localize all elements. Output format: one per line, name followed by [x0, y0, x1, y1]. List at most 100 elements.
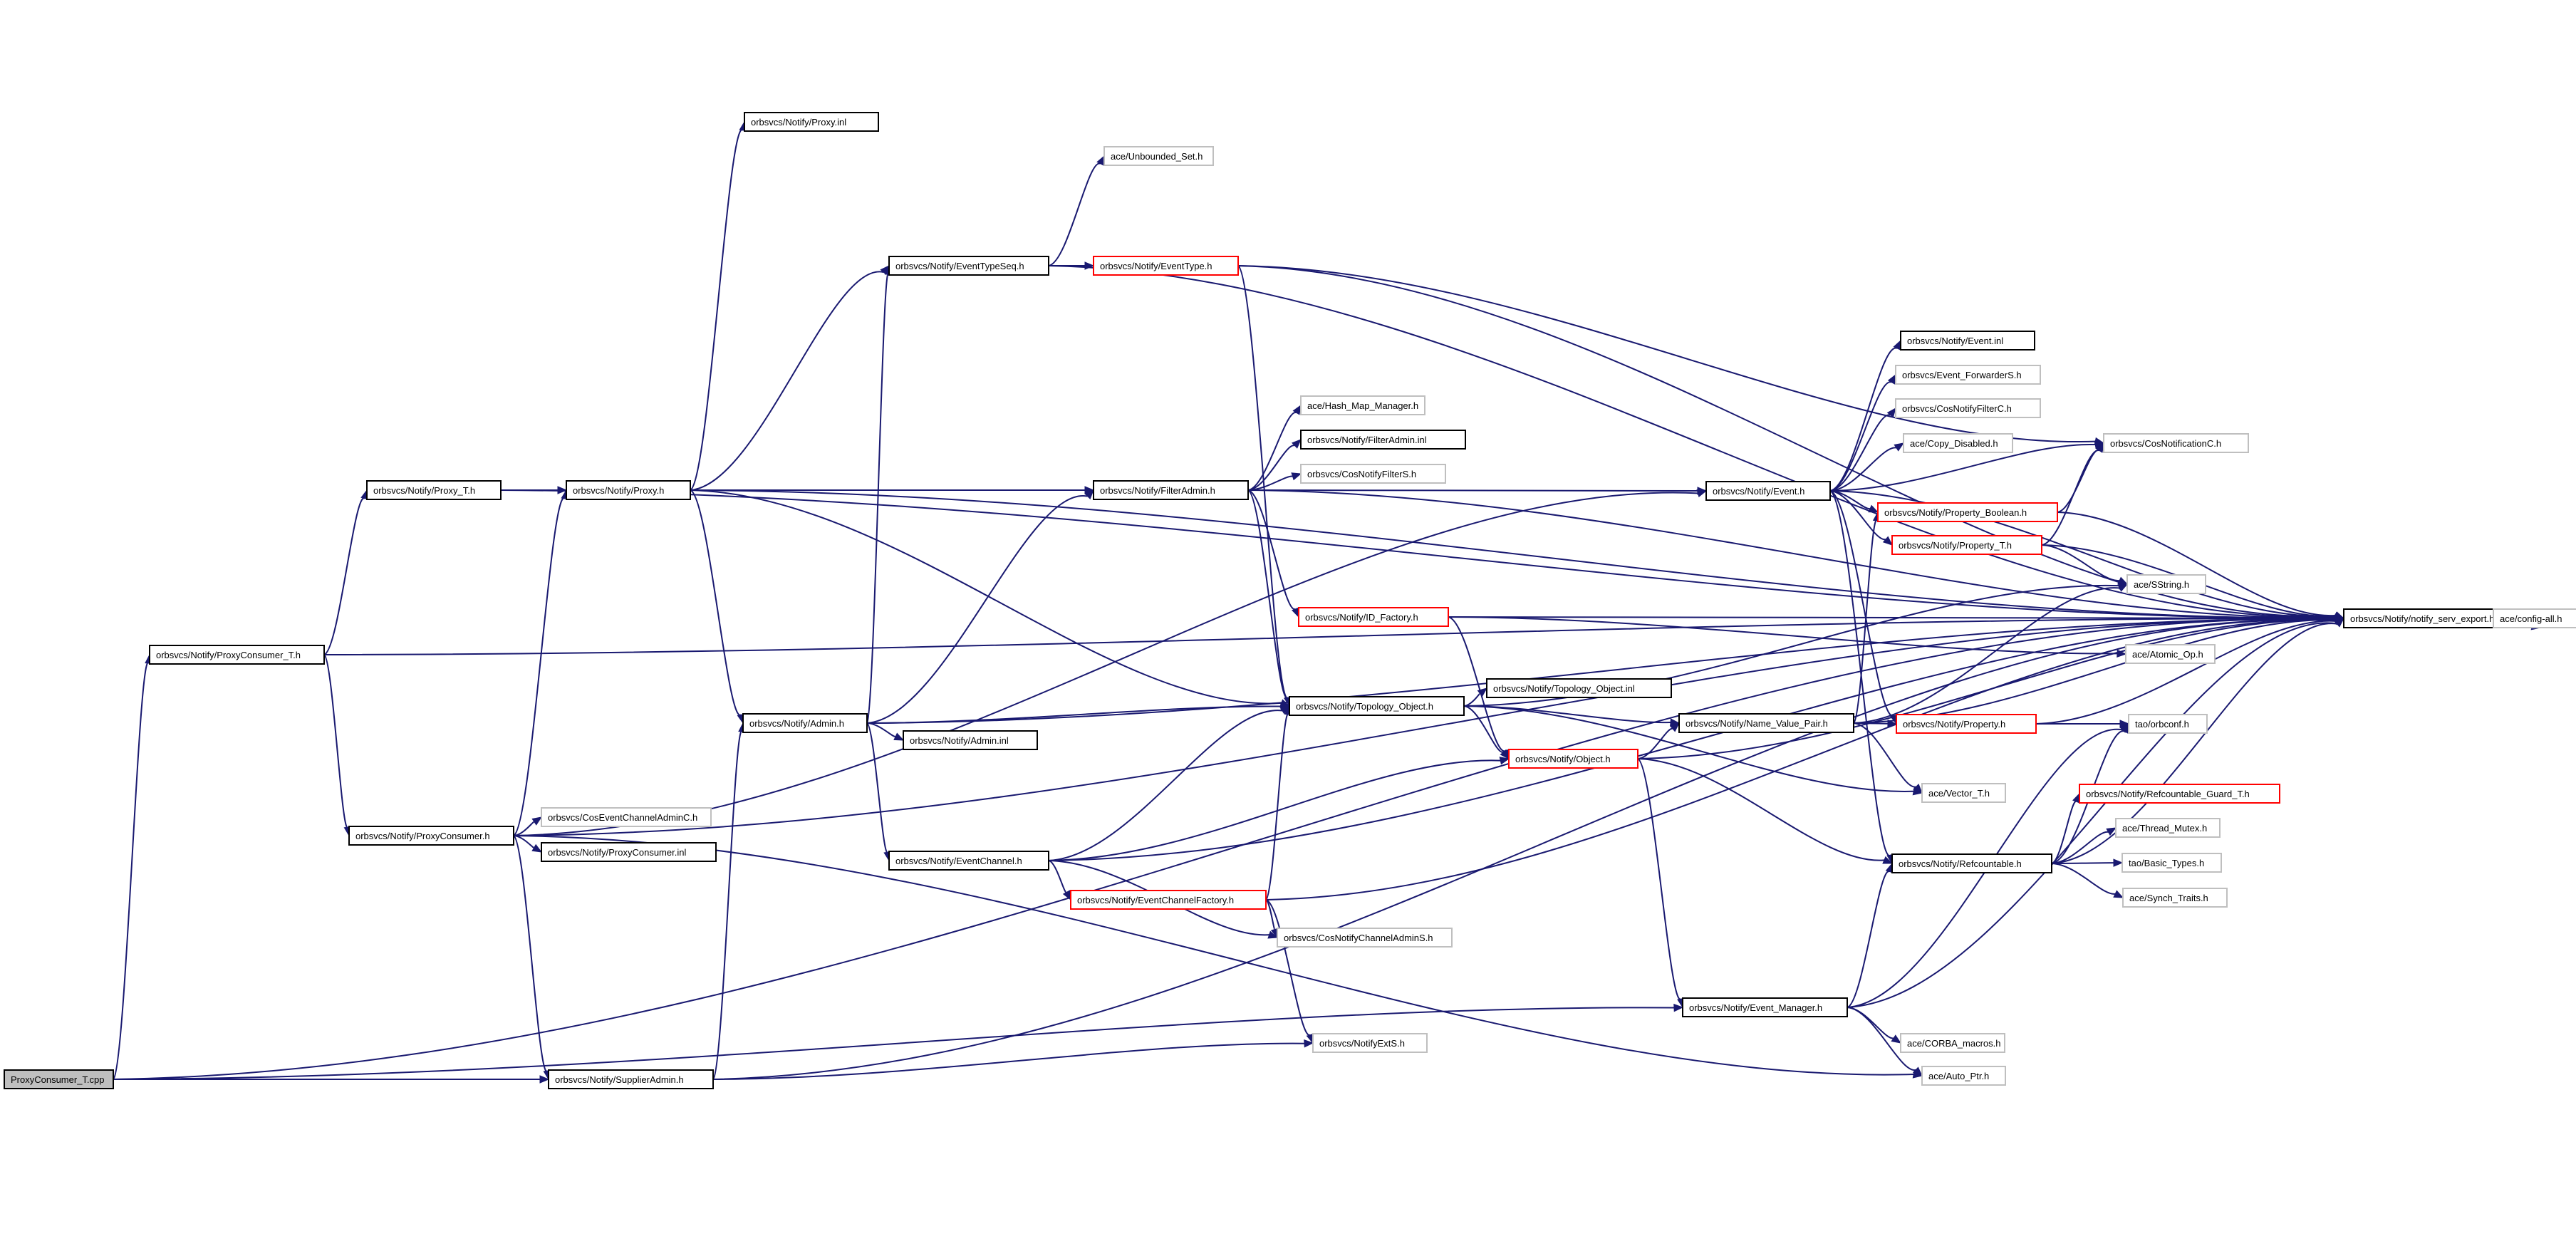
node-topo[interactable]: orbsvcs/Notify/Topology_Object.h [1289, 696, 1465, 716]
node-nvp[interactable]: orbsvcs/Notify/Name_Value_Pair.h [1678, 713, 1854, 733]
node-ecf[interactable]: orbsvcs/Notify/EventChannelFactory.h [1070, 890, 1267, 910]
node-atomic[interactable]: ace/Atomic_Op.h [2125, 644, 2216, 664]
edge-ec-to-topo [1048, 710, 1283, 861]
node-root[interactable]: ProxyConsumer_T.cpp [4, 1069, 114, 1089]
node-cosfilters[interactable]: orbsvcs/CosNotifyFilterS.h [1300, 464, 1446, 484]
node-configall[interactable]: ace/config-all.h [2493, 608, 2576, 628]
node-box [1921, 1066, 2006, 1086]
arrowhead-ec-to-object [1499, 757, 1510, 765]
node-refc[interactable]: orbsvcs/Notify/Refcountable.h [1891, 853, 2052, 873]
node-box [2493, 608, 2576, 628]
edge-filteradmin-to-filteradmininl [1247, 445, 1295, 491]
node-propt[interactable]: orbsvcs/Notify/Property_T.h [1891, 535, 2042, 555]
node-filteradmininl[interactable]: orbsvcs/Notify/FilterAdmin.inl [1300, 430, 1466, 450]
arrowhead-refc-to-servexport [2334, 618, 2344, 628]
node-event[interactable]: orbsvcs/Notify/Event.h [1705, 481, 1831, 501]
node-autoptr[interactable]: ace/Auto_Ptr.h [1921, 1066, 2006, 1086]
edge-event-to-refc [1829, 490, 1891, 856]
arrowhead-pc-to-pcinl [531, 843, 543, 853]
node-topoinl[interactable]: orbsvcs/Notify/Topology_Object.inl [1486, 678, 1672, 698]
node-admin[interactable]: orbsvcs/Notify/Admin.h [742, 713, 868, 733]
arrowhead-event-to-propt [1882, 536, 1893, 546]
node-propbool[interactable]: orbsvcs/Notify/Property_Boolean.h [1877, 502, 2058, 522]
edge-topo-to-nvp [1463, 705, 1671, 724]
edge-proxy-to-servexport [690, 489, 2336, 619]
node-admininl[interactable]: orbsvcs/Notify/Admin.inl [903, 730, 1038, 750]
node-ecadminc[interactable]: orbsvcs/CosEventChannelAdminC.h [541, 807, 712, 827]
node-evtype[interactable]: orbsvcs/Notify/EventType.h [1093, 256, 1239, 276]
arrowhead-refc-to-refguard [2072, 792, 2080, 804]
edge-object-to-refc [1637, 758, 1884, 861]
node-label: orbsvcs/Event_ForwarderS.h [1902, 370, 2022, 380]
node-box [1705, 481, 1831, 501]
node-object[interactable]: orbsvcs/Notify/Object.h [1508, 749, 1638, 769]
arrowhead-refc-to-thrmutex [2106, 827, 2117, 836]
node-label: orbsvcs/CosNotifyFilterS.h [1307, 469, 1416, 479]
edge-evtype-to-servexport [1237, 265, 2336, 618]
edge-ec-to-servexport [1048, 618, 2336, 861]
node-box [1891, 853, 2052, 873]
edge-suppadmin-to-servexport [712, 619, 2336, 1080]
node-refguard[interactable]: orbsvcs/Notify/Refcountable_Guard_T.h [2079, 784, 2280, 804]
edge-admin-to-ec [866, 722, 889, 853]
node-copydis[interactable]: ace/Copy_Disabled.h [1903, 433, 2013, 453]
node-unbset[interactable]: ace/Unbounded_Set.h [1103, 146, 1214, 166]
node-box [2125, 644, 2216, 664]
node-suppadmin[interactable]: orbsvcs/Notify/SupplierAdmin.h [548, 1069, 714, 1089]
node-box [1093, 480, 1249, 500]
edge-refc-to-synchtraits [2051, 863, 2116, 895]
node-idfactory[interactable]: orbsvcs/Notify/ID_Factory.h [1298, 607, 1449, 627]
node-box [1682, 997, 1848, 1017]
edge-pc-to-ecadminc [513, 821, 536, 836]
node-pcinl[interactable]: orbsvcs/Notify/ProxyConsumer.inl [541, 842, 717, 862]
node-property[interactable]: orbsvcs/Notify/Property.h [1896, 714, 2037, 734]
node-cosnotifc[interactable]: orbsvcs/CosNotificationC.h [2103, 433, 2249, 453]
node-ec[interactable]: orbsvcs/Notify/EventChannel.h [888, 851, 1049, 871]
arrowhead-topo-to-object [1500, 749, 1510, 759]
node-box [2122, 888, 2228, 908]
edge-ecf-to-topo [1265, 713, 1289, 900]
node-evmgr[interactable]: orbsvcs/Notify/Event_Manager.h [1682, 997, 1848, 1017]
edge-evmgr-to-refc [1847, 871, 1891, 1008]
node-corbamacros[interactable]: ace/CORBA_macros.h [1900, 1033, 2005, 1053]
node-box [1486, 678, 1672, 698]
edge-pc-to-servexport [513, 618, 2336, 836]
edge-root-to-servexport [113, 618, 2336, 1080]
node-label: orbsvcs/Notify/Object.h [1515, 754, 1611, 764]
node-hashmap[interactable]: ace/Hash_Map_Manager.h [1300, 395, 1425, 415]
node-filteradmin[interactable]: orbsvcs/Notify/FilterAdmin.h [1093, 480, 1249, 500]
node-box [348, 826, 514, 846]
node-orbconf[interactable]: tao/orbconf.h [2128, 714, 2208, 734]
node-pct[interactable]: orbsvcs/Notify/ProxyConsumer_T.h [149, 645, 325, 665]
node-label: orbsvcs/Notify/Topology_Object.h [1296, 701, 1433, 712]
node-sstring[interactable]: ace/SString.h [2126, 574, 2206, 594]
node-box [1921, 783, 2006, 803]
node-etseq[interactable]: orbsvcs/Notify/EventTypeSeq.h [888, 256, 1049, 276]
node-basictypes[interactable]: tao/Basic_Types.h [2121, 853, 2222, 873]
node-synchtraits[interactable]: ace/Synch_Traits.h [2122, 888, 2228, 908]
edge-idfactory-to-atomic [1448, 616, 2118, 655]
edge-pc-to-autoptr [513, 835, 1914, 1076]
arrowhead-propt-to-sstring [2117, 576, 2129, 585]
node-label: orbsvcs/Notify/Proxy.inl [751, 117, 846, 128]
node-box [1891, 535, 2042, 555]
node-evfwds[interactable]: orbsvcs/Event_ForwarderS.h [1895, 365, 2041, 385]
edge-pct-to-proxyt [323, 497, 365, 655]
node-pc[interactable]: orbsvcs/Notify/ProxyConsumer.h [348, 826, 514, 846]
node-proxyinl[interactable]: orbsvcs/Notify/Proxy.inl [744, 112, 879, 132]
node-eventinl[interactable]: orbsvcs/Notify/Event.inl [1900, 331, 2035, 351]
node-cosfilterc[interactable]: orbsvcs/CosNotifyFilterC.h [1895, 398, 2041, 418]
node-label: orbsvcs/Notify/ProxyConsumer.inl [548, 847, 686, 858]
node-box [1300, 395, 1425, 415]
node-thrmutex[interactable]: ace/Thread_Mutex.h [2115, 818, 2221, 838]
node-vector[interactable]: ace/Vector_T.h [1921, 783, 2006, 803]
node-box [1678, 713, 1854, 733]
node-proxy[interactable]: orbsvcs/Notify/Proxy.h [566, 480, 691, 500]
edge-topo-to-topoinl [1463, 692, 1481, 707]
node-notifyexts[interactable]: orbsvcs/NotifyExtS.h [1312, 1033, 1428, 1053]
node-proxyt[interactable]: orbsvcs/Notify/Proxy_T.h [366, 480, 502, 500]
arrowhead-refc-to-synchtraits [2113, 890, 2124, 898]
node-box [2103, 433, 2249, 453]
node-box [2126, 574, 2206, 594]
node-coschanadmins[interactable]: orbsvcs/CosNotifyChannelAdminS.h [1277, 928, 1453, 948]
